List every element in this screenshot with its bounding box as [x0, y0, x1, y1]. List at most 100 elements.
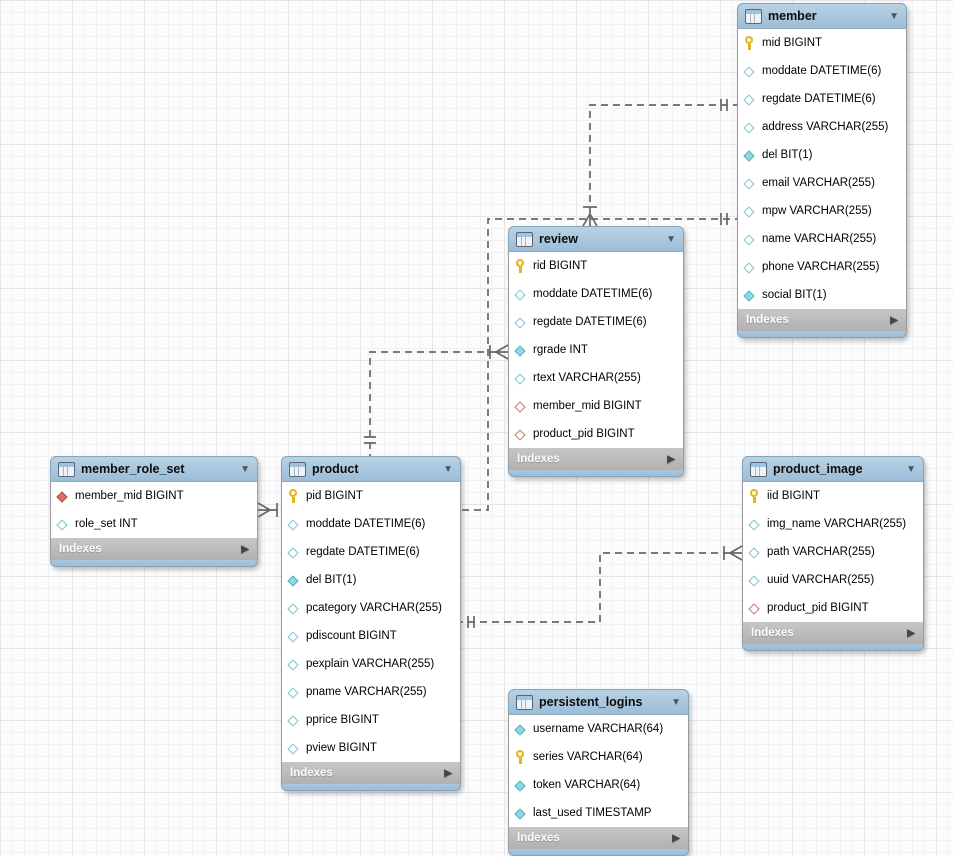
column-row[interactable]: social BIT(1) — [738, 281, 906, 309]
column-row[interactable]: role_set INT — [51, 510, 257, 538]
column-row[interactable]: series VARCHAR(64) — [509, 743, 688, 771]
relationship-product_image-product[interactable] — [461, 545, 743, 628]
column-row[interactable]: token VARCHAR(64) — [509, 771, 688, 799]
column-row[interactable]: regdate DATETIME(6) — [282, 538, 460, 566]
column-row[interactable]: product_pid BIGINT — [743, 594, 923, 622]
collapse-arrow-icon[interactable]: ▼ — [671, 696, 681, 708]
column-row[interactable]: username VARCHAR(64) — [509, 715, 688, 743]
foreign-key-diamond-icon — [748, 601, 761, 615]
column-text: name VARCHAR(255) — [762, 233, 877, 245]
column-row[interactable]: last_used TIMESTAMP — [509, 799, 688, 827]
table-member_role_set[interactable]: member_role_set ▼ member_mid BIGINT role… — [50, 456, 258, 567]
foreign-key-diamond-icon — [56, 489, 69, 503]
table-header-member[interactable]: member ▼ — [737, 3, 907, 29]
diamond-icon — [287, 629, 300, 643]
column-text: moddate DATETIME(6) — [306, 518, 426, 530]
table-header-product_image[interactable]: product_image ▼ — [742, 456, 924, 482]
indexes-footer[interactable]: Indexes ▶ — [508, 448, 684, 470]
column-row[interactable]: iid BIGINT — [743, 482, 923, 510]
diamond-icon — [287, 573, 300, 587]
column-row[interactable]: pprice BIGINT — [282, 706, 460, 734]
column-row[interactable]: rgrade INT — [509, 336, 683, 364]
column-row[interactable]: pview BIGINT — [282, 734, 460, 762]
table-header-product[interactable]: product ▼ — [281, 456, 461, 482]
column-text: token VARCHAR(64) — [533, 779, 641, 791]
table-header-review[interactable]: review ▼ — [508, 226, 684, 252]
collapse-arrow-icon[interactable]: ▼ — [906, 463, 916, 475]
column-row[interactable]: pid BIGINT — [282, 482, 460, 510]
collapse-arrow-icon[interactable]: ▼ — [666, 233, 676, 245]
expand-arrow-icon[interactable]: ▶ — [907, 627, 915, 639]
table-header-persistent_logins[interactable]: persistent_logins ▼ — [508, 689, 689, 715]
column-text: product_pid BIGINT — [533, 428, 635, 440]
table-icon — [289, 461, 306, 477]
collapse-arrow-icon[interactable]: ▼ — [240, 463, 250, 475]
column-row[interactable]: del BIT(1) — [738, 141, 906, 169]
indexes-label: Indexes — [517, 832, 560, 844]
indexes-footer[interactable]: Indexes ▶ — [737, 309, 907, 331]
table-review[interactable]: review ▼ rid BIGINT moddate DATETIME(6) … — [508, 226, 684, 477]
column-text: moddate DATETIME(6) — [533, 288, 653, 300]
column-row[interactable]: phone VARCHAR(255) — [738, 253, 906, 281]
indexes-label: Indexes — [59, 543, 102, 555]
diamond-icon — [56, 517, 69, 531]
column-text: product_pid BIGINT — [767, 602, 869, 614]
column-text: pname VARCHAR(255) — [306, 686, 427, 698]
column-row[interactable]: uuid VARCHAR(255) — [743, 566, 923, 594]
expand-arrow-icon[interactable]: ▶ — [890, 314, 898, 326]
indexes-footer[interactable]: Indexes ▶ — [742, 622, 924, 644]
indexes-footer[interactable]: Indexes ▶ — [281, 762, 461, 784]
collapse-arrow-icon[interactable]: ▼ — [889, 10, 899, 22]
diamond-icon — [743, 148, 756, 162]
column-row[interactable]: address VARCHAR(255) — [738, 113, 906, 141]
column-row[interactable]: product_pid BIGINT — [509, 420, 683, 448]
indexes-footer[interactable]: Indexes ▶ — [508, 827, 689, 849]
indexes-footer[interactable]: Indexes ▶ — [50, 538, 258, 560]
column-row[interactable]: moddate DATETIME(6) — [738, 57, 906, 85]
column-row[interactable]: moddate DATETIME(6) — [282, 510, 460, 538]
column-row[interactable]: member_mid BIGINT — [51, 482, 257, 510]
expand-arrow-icon[interactable]: ▶ — [444, 767, 452, 779]
column-row[interactable]: regdate DATETIME(6) — [738, 85, 906, 113]
table-title: review — [539, 232, 578, 246]
table-header-member_role_set[interactable]: member_role_set ▼ — [50, 456, 258, 482]
column-row[interactable]: pdiscount BIGINT — [282, 622, 460, 650]
expand-arrow-icon[interactable]: ▶ — [672, 832, 680, 844]
column-row[interactable]: email VARCHAR(255) — [738, 169, 906, 197]
table-product_image[interactable]: product_image ▼ iid BIGINT img_name VARC… — [742, 456, 924, 651]
column-text: pview BIGINT — [306, 742, 377, 754]
primary-key-icon — [743, 36, 756, 50]
relationship-review-member[interactable] — [582, 99, 737, 227]
column-row[interactable]: rtext VARCHAR(255) — [509, 364, 683, 392]
table-bottom-strip — [742, 644, 924, 651]
column-row[interactable]: pname VARCHAR(255) — [282, 678, 460, 706]
indexes-label: Indexes — [517, 453, 560, 465]
column-row[interactable]: moddate DATETIME(6) — [509, 280, 683, 308]
column-row[interactable]: mid BIGINT — [738, 29, 906, 57]
diamond-icon — [514, 371, 527, 385]
column-text: role_set INT — [75, 518, 138, 530]
table-title: product_image — [773, 462, 863, 476]
column-row[interactable]: path VARCHAR(255) — [743, 538, 923, 566]
diamond-icon — [743, 92, 756, 106]
column-row[interactable]: pexplain VARCHAR(255) — [282, 650, 460, 678]
table-product[interactable]: product ▼ pid BIGINT moddate DATETIME(6)… — [281, 456, 461, 791]
expand-arrow-icon[interactable]: ▶ — [667, 453, 675, 465]
column-row[interactable]: mpw VARCHAR(255) — [738, 197, 906, 225]
column-row[interactable]: rid BIGINT — [509, 252, 683, 280]
table-persistent_logins[interactable]: persistent_logins ▼ username VARCHAR(64)… — [508, 689, 689, 856]
collapse-arrow-icon[interactable]: ▼ — [443, 463, 453, 475]
table-member[interactable]: member ▼ mid BIGINT moddate DATETIME(6) … — [737, 3, 907, 338]
expand-arrow-icon[interactable]: ▶ — [241, 543, 249, 555]
column-row[interactable]: del BIT(1) — [282, 566, 460, 594]
column-text: rid BIGINT — [533, 260, 588, 272]
column-row[interactable]: img_name VARCHAR(255) — [743, 510, 923, 538]
column-row[interactable]: pcategory VARCHAR(255) — [282, 594, 460, 622]
column-row[interactable]: member_mid BIGINT — [509, 392, 683, 420]
column-row[interactable]: regdate DATETIME(6) — [509, 308, 683, 336]
column-row[interactable]: name VARCHAR(255) — [738, 225, 906, 253]
relationship-review-product[interactable] — [364, 344, 509, 456]
column-text: img_name VARCHAR(255) — [767, 518, 907, 530]
diamond-icon — [743, 260, 756, 274]
